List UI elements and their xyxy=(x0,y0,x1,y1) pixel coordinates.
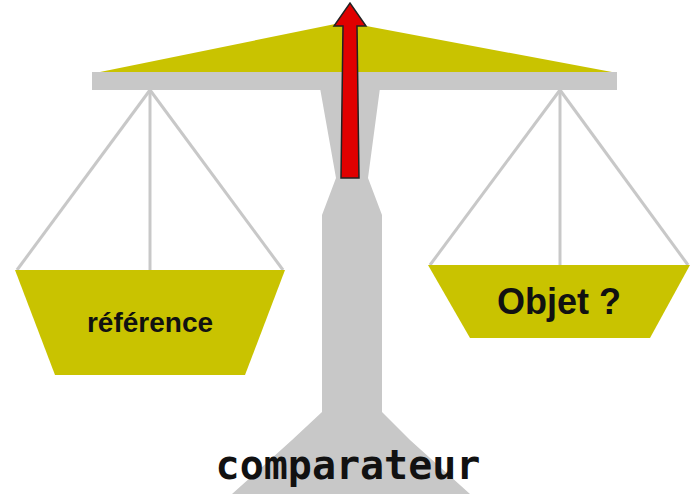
pan-outline xyxy=(15,270,285,375)
reference-pan: référence xyxy=(15,270,285,375)
needle-arrow xyxy=(334,3,366,178)
comparator-label: comparateur xyxy=(216,442,481,488)
pan-label: référence xyxy=(87,307,213,339)
object-pan: Objet ? xyxy=(428,265,690,338)
pan-outline xyxy=(428,265,690,338)
pan-label: Objet ? xyxy=(497,281,621,323)
